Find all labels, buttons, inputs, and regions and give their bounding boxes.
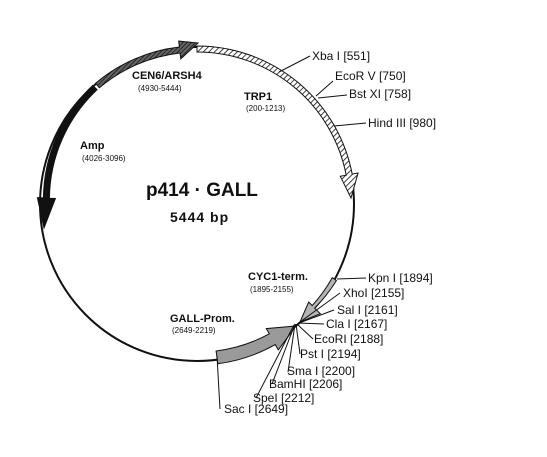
pst-site-leader (295, 323, 301, 355)
xho-site-leader (299, 292, 341, 323)
cen-range: (4930-5444) (138, 84, 182, 93)
bam-site-leader (271, 323, 296, 385)
trp-arrow (196, 45, 359, 200)
xba-site-label: Xba I [551] (312, 49, 370, 63)
ecori-site-label: EcoRI [2188] (314, 332, 383, 346)
hind-site-leader (333, 122, 367, 127)
cen-label: CEN6/ARSH4 (132, 70, 203, 82)
bstxi-site-leader (317, 94, 348, 99)
trp-label: TRP1 (244, 91, 272, 103)
cyc-range: (1895-2155) (250, 285, 294, 294)
plasmid-size: 5444 bp (170, 209, 229, 225)
sma-site-leader (287, 323, 296, 373)
gall-label: GALL-Prom. (170, 313, 235, 325)
cla-site-label: Cla I [2167] (326, 317, 387, 331)
kpn-site-label: Kpn I [1894] (368, 271, 433, 285)
gall-range: (2649-2219) (172, 326, 216, 335)
pst-site-label: Pst I [2194] (300, 347, 361, 361)
amp-arrow (36, 84, 98, 230)
cyc-label: CYC1-term. (248, 271, 308, 283)
hind-site-label: Hind III [980] (368, 116, 436, 130)
sal-site-leader (298, 309, 335, 324)
amp-range: (4026-3096) (82, 154, 126, 163)
amp-label: Amp (80, 140, 105, 152)
gall-arrow (215, 325, 298, 365)
cyc-arrow (299, 276, 338, 323)
sac-site-label: Sac I [2649] (224, 402, 288, 416)
ecorv-site-leader (315, 80, 334, 97)
sma-site-label: Sma I [2200] (287, 364, 355, 378)
xho-site-label: XhoI [2155] (343, 286, 404, 300)
trp-range: (200-1213) (246, 104, 285, 113)
kpn-site-leader (336, 277, 367, 280)
ecorv-site-label: EcoR V [750] (335, 69, 406, 83)
spe-site-leader (255, 324, 295, 399)
sal-site-label: Sal I [2161] (337, 303, 398, 317)
cla-site-leader (297, 322, 325, 325)
spe-site-label: SpeI [2212] (253, 391, 314, 405)
xba-site-leader (278, 55, 311, 73)
plasmid-name: p414 · GALL (146, 180, 258, 201)
bam-site-label: BamHI [2206] (269, 377, 342, 391)
bstxi-site-label: Bst XI [758] (349, 87, 411, 101)
sac-site-leader (216, 355, 221, 410)
cen-arrow (94, 40, 200, 89)
ecori-site-leader (296, 323, 314, 340)
